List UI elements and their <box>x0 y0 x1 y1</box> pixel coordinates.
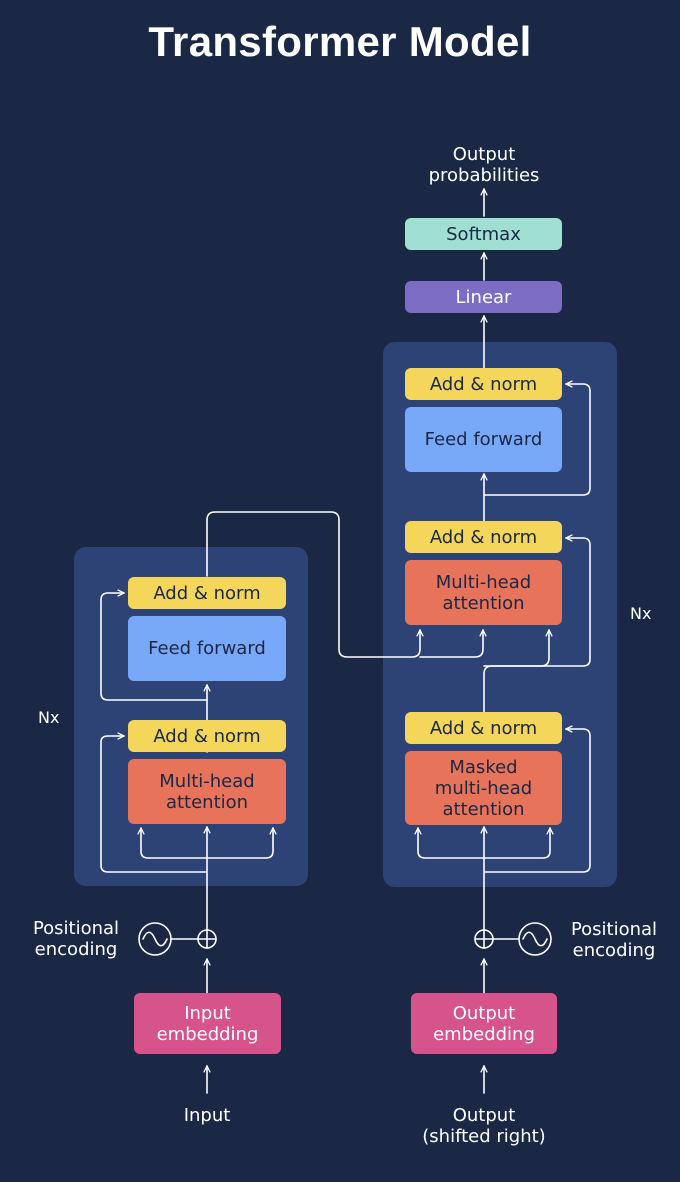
encoder-input-label: Input <box>183 1105 231 1126</box>
encoder-attention-label: Multi-head attention <box>159 770 255 813</box>
encoder-feed-forward: Feed forward <box>128 616 286 681</box>
encoder-multi-head-attention: Multi-head attention <box>128 759 286 824</box>
input-embedding-label: Input embedding <box>156 1002 259 1045</box>
output-probabilities-label: Output probabilities <box>428 144 540 186</box>
encoder-add-norm-bottom: Add & norm <box>128 720 286 752</box>
decoder-feed-forward: Feed forward <box>405 407 562 472</box>
decoder-repeat-label: Nx <box>630 604 652 623</box>
page-title: Transformer Model <box>148 18 532 65</box>
output-embedding: Output embedding <box>411 993 557 1054</box>
decoder-positional-encoding-label: Positional encoding <box>570 919 658 961</box>
decoder-input-label: Output (shifted right) <box>422 1105 546 1147</box>
decoder-cross-attention-label: Multi-head attention <box>435 571 532 614</box>
decoder-masked-attention-label: Masked multi-head attention <box>434 756 533 820</box>
softmax-block: Softmax <box>405 218 562 250</box>
encoder-repeat-label: Nx <box>38 708 60 727</box>
output-embedding-label: Output embedding <box>433 1002 535 1045</box>
linear-block: Linear <box>405 281 562 313</box>
decoder-masked-multi-head-attention: Masked multi-head attention <box>405 751 562 825</box>
decoder-add-norm-bottom: Add & norm <box>405 712 562 744</box>
decoder-add-norm-mid: Add & norm <box>405 521 562 553</box>
encoder-positional-encoding-label: Positional encoding <box>32 918 120 960</box>
decoder-multi-head-attention: Multi-head attention <box>405 560 562 625</box>
decoder-add-norm-top: Add & norm <box>405 368 562 400</box>
input-embedding: Input embedding <box>134 993 281 1054</box>
encoder-add-norm-top: Add & norm <box>128 577 286 609</box>
